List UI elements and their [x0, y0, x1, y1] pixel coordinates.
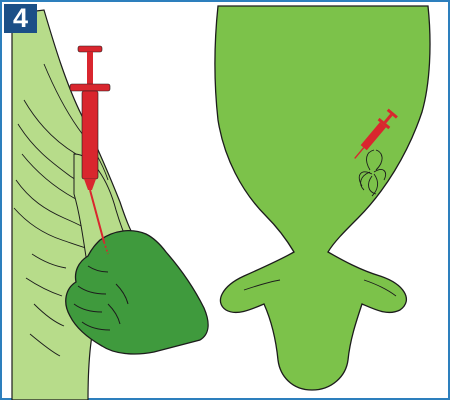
left-panel — [12, 10, 208, 400]
illustration-canvas — [4, 4, 450, 400]
syringe-plunger-rod — [87, 52, 93, 84]
animal-top-view-icon — [215, 6, 430, 390]
syringe-finger-flange — [70, 84, 110, 91]
right-panel — [215, 6, 430, 390]
syringe-plunger-cap — [78, 46, 102, 52]
syringe-barrel — [82, 91, 98, 179]
step-number-badge: 4 — [4, 4, 37, 33]
